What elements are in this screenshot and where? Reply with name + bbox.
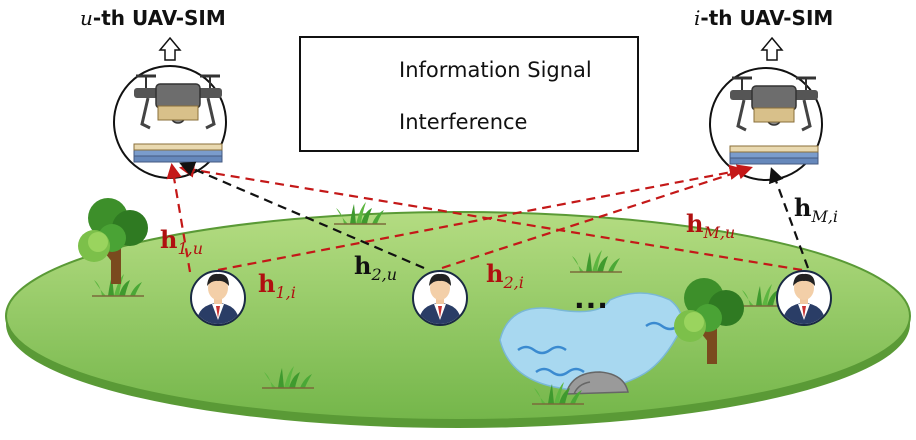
sim-surface-icon [133,143,223,163]
sim-surface-icon [729,145,819,165]
channel-label-h2u: h2,u [354,251,398,284]
user-1-icon [191,271,245,325]
up-arrow-icon [760,36,784,61]
uav-u-title: u-th UAV-SIM [80,6,226,30]
user-2-icon [413,271,467,325]
up-arrow-icon [158,36,182,61]
link-h1u [166,162,192,273]
legend-interference-label: Interference [399,110,528,134]
rock [565,371,629,395]
link-hMi [769,167,810,269]
user-M-icon [777,271,831,325]
ellipsis: ... [574,282,609,315]
channel-label-h1u: h1,u [160,225,204,258]
legend: Information Signal Interference [299,36,639,152]
channel-label-h1i: h1,i [258,269,296,302]
legend-info-label: Information Signal [399,58,592,82]
uav-i-title: i-th UAV-SIM [694,6,834,30]
channel-label-hMi: hM,i [794,193,839,226]
channel-label-h2i: h2,i [486,259,524,292]
link-h2i [441,164,753,270]
channel-label-hMu: hM,u [686,209,736,242]
